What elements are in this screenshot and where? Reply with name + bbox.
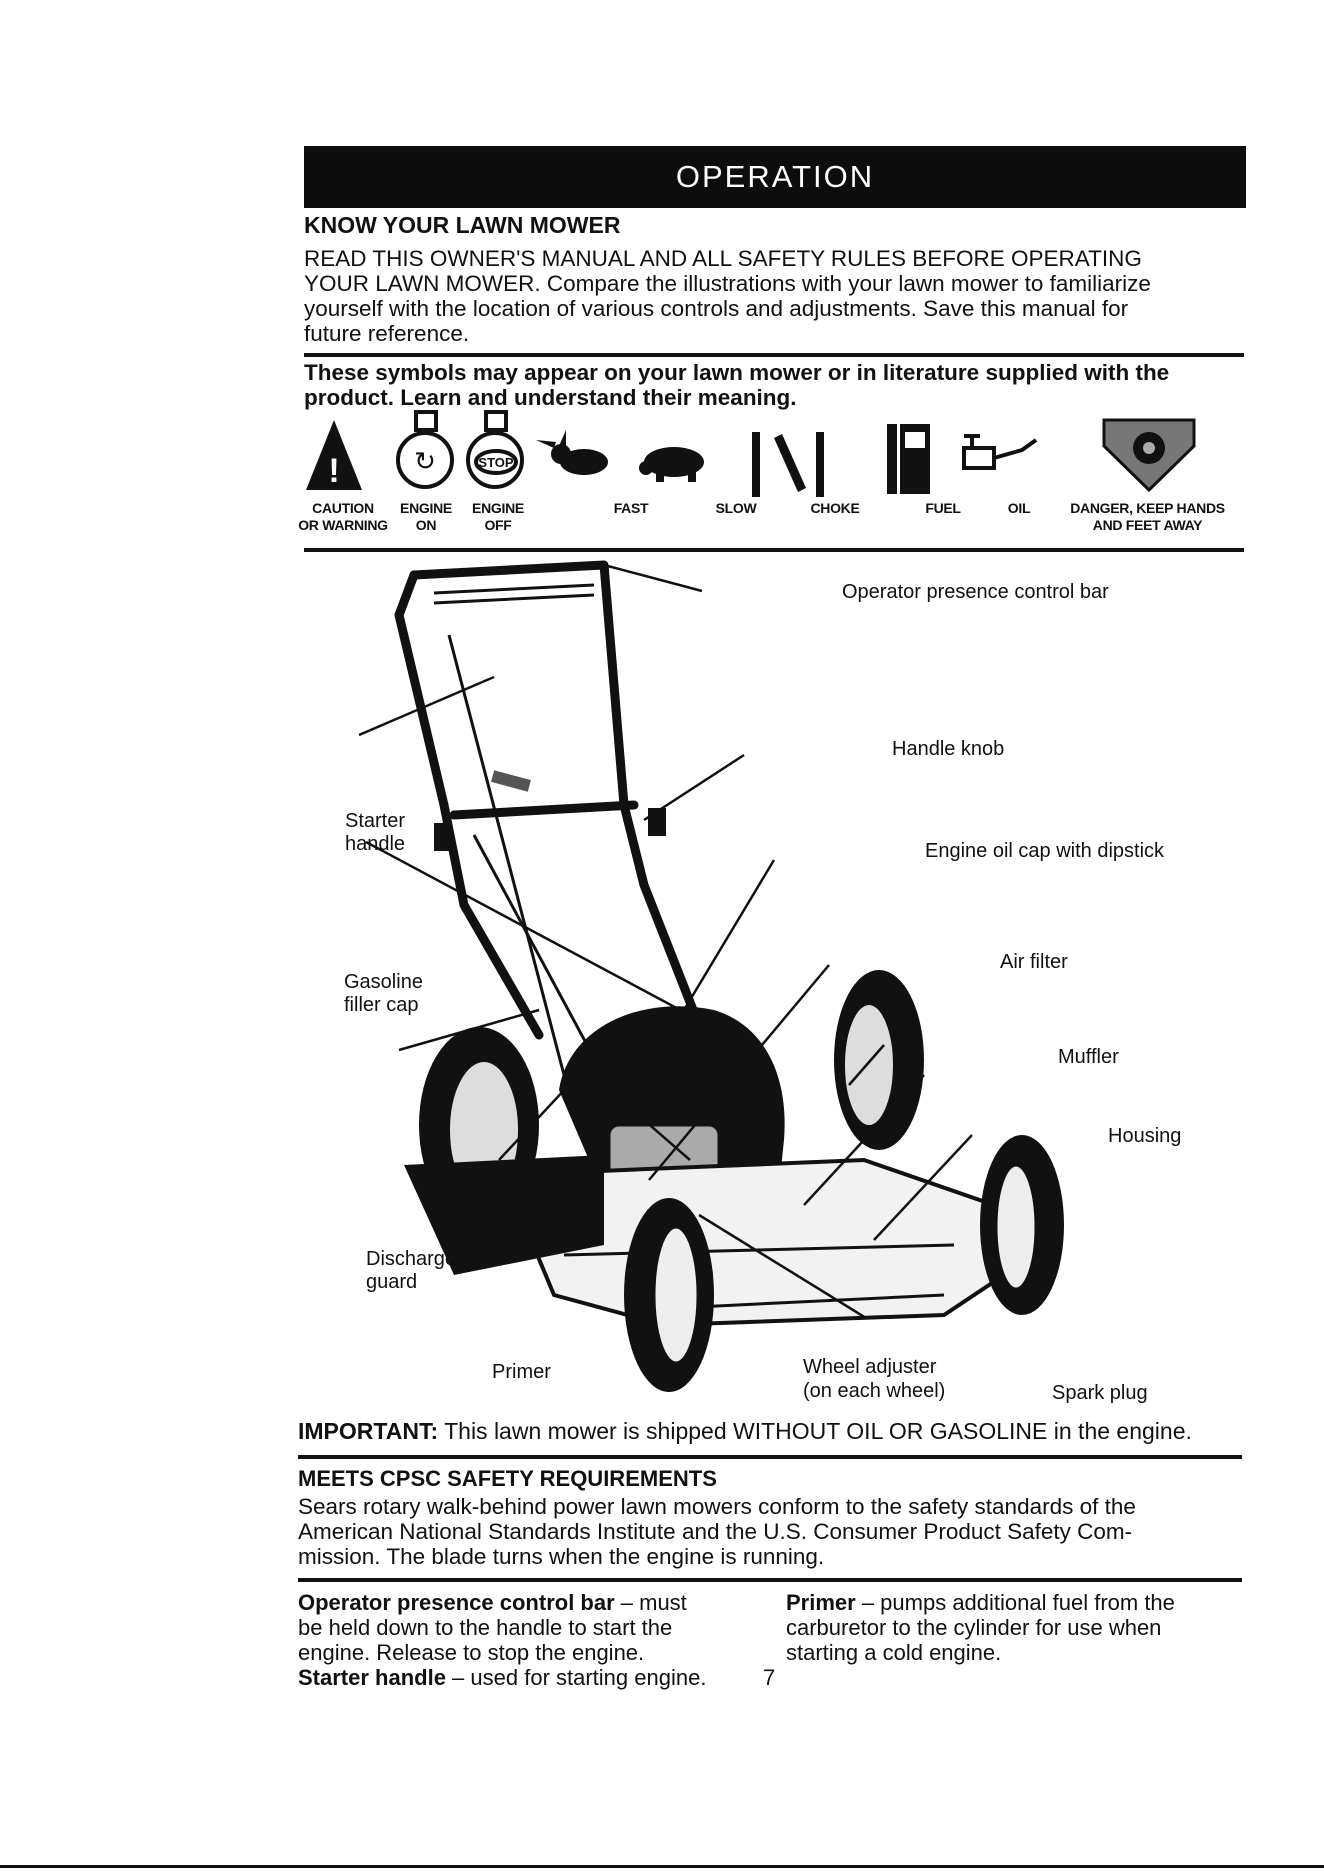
svg-text:STOP: STOP	[478, 455, 513, 470]
oil-can-icon	[962, 434, 1038, 470]
know-line-2: YOUR LAWN MOWER. Compare the illustratio…	[304, 271, 1151, 296]
know-line-1: READ THIS OWNER'S MANUAL AND ALL SAFETY …	[304, 246, 1142, 271]
engine-on-icon: ↻	[396, 410, 454, 489]
opc-term: Operator presence control bar	[298, 1590, 615, 1615]
divider	[298, 1578, 1242, 1582]
svg-text:!: !	[328, 452, 339, 490]
know-heading: KNOW YOUR LAWN MOWER	[304, 212, 621, 238]
callout-oil-cap: Engine oil cap with dipstick	[925, 840, 1165, 862]
callout-wheel-1: Wheel adjuster	[803, 1356, 937, 1378]
page-number: 7	[763, 1665, 776, 1690]
cpsc-heading: MEETS CPSC SAFETY REQUIREMENTS	[298, 1466, 717, 1491]
starter-term: Starter handle	[298, 1665, 446, 1690]
callout-air-filter: Air filter	[1000, 951, 1068, 973]
know-line-4: future reference.	[304, 321, 470, 346]
section-banner: OPERATION	[304, 146, 1246, 208]
important-label: IMPORTANT:	[298, 1418, 439, 1444]
know-line-3: yourself with the location of various co…	[304, 296, 1129, 321]
danger-blade-icon	[1102, 418, 1196, 493]
definition-operator-bar: Operator presence control bar – must be …	[298, 1590, 707, 1690]
engine-off-icon: STOP	[466, 410, 524, 489]
cpsc-line-3: mission. The blade turns when the engine…	[298, 1544, 825, 1569]
symbol-icons: ! ↻ STOP	[306, 410, 1196, 497]
choke-icon	[752, 432, 824, 497]
callout-gasoline-2: filler cap	[344, 994, 419, 1016]
callout-gasoline-1: Gasoline	[344, 971, 423, 993]
lawn-mower-illustration	[358, 560, 1064, 1392]
symbol-label-fast: FAST	[613, 500, 649, 516]
important-text: This lawn mower is shipped WITHOUT OIL O…	[444, 1418, 1192, 1444]
symbols-intro-2: product. Learn and understand their mean…	[304, 385, 797, 410]
symbol-label-fuel: FUEL	[925, 500, 961, 516]
cpsc-line-2: American National Standards Institute an…	[298, 1519, 1133, 1544]
callout-discharge-2: guard	[366, 1271, 418, 1293]
symbol-label-oil: OIL	[1007, 500, 1031, 516]
callout-handle-knob: Handle knob	[892, 738, 1005, 760]
turtle-icon	[639, 447, 704, 482]
symbol-label-choke: CHOKE	[810, 500, 860, 516]
callout-housing: Housing	[1108, 1125, 1182, 1147]
callout-muffler: Muffler	[1058, 1046, 1119, 1068]
callout-discharge-1: Discharge	[366, 1248, 457, 1270]
definition-primer: Primer – pumps additional fuel from the …	[786, 1590, 1175, 1665]
divider	[298, 1455, 1242, 1459]
section-title: OPERATION	[675, 159, 875, 194]
callout-primer: Primer	[492, 1361, 551, 1383]
important-note: IMPORTANT: This lawn mower is shipped WI…	[298, 1419, 1192, 1444]
svg-text:↻: ↻	[414, 446, 436, 476]
divider	[304, 353, 1244, 357]
cpsc-line-1: Sears rotary walk-behind power lawn mowe…	[298, 1494, 1136, 1519]
divider	[304, 548, 1244, 552]
page-edge	[0, 1865, 1324, 1868]
callout-starter-2: handle	[345, 833, 406, 855]
warning-triangle-icon: !	[306, 420, 362, 490]
callout-starter-1: Starter	[345, 810, 406, 832]
callout-operator-bar: Operator presence control bar	[842, 581, 1109, 603]
symbols-intro-1: These symbols may appear on your lawn mo…	[304, 360, 1170, 385]
primer-term: Primer	[786, 1590, 856, 1615]
fuel-pump-icon	[887, 424, 930, 494]
symbol-label-slow: SLOW	[715, 500, 757, 516]
callout-spark-plug: Spark plug	[1052, 1382, 1148, 1404]
rabbit-icon	[536, 430, 608, 475]
callout-wheel-2: (on each wheel)	[803, 1380, 946, 1402]
